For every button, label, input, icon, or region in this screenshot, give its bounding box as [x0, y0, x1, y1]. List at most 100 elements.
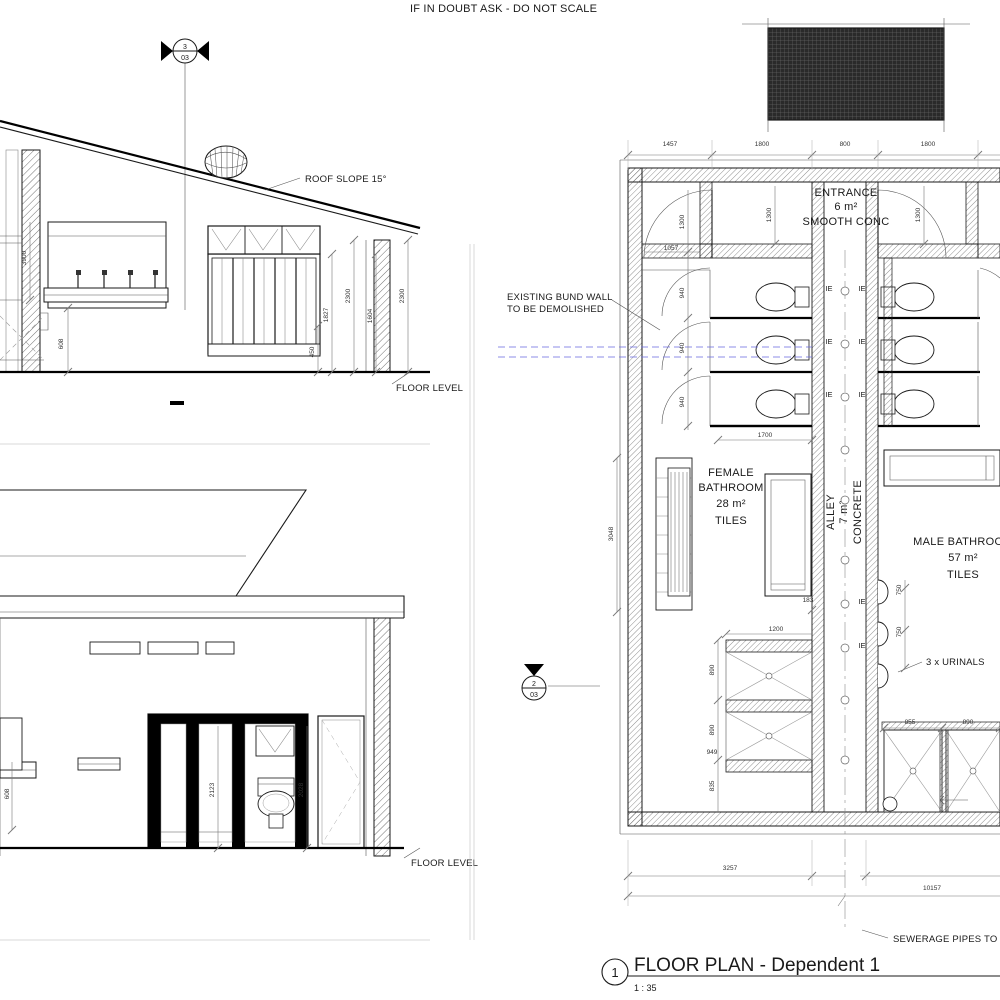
toilet-elevation: [257, 777, 295, 829]
lower-elevation: FLOOR LEVEL 2123 2028 608 2 03: [0, 489, 600, 941]
dim-940-c: 940: [679, 396, 686, 407]
dim-183: 183: [803, 597, 814, 604]
dim-890-b: 890: [709, 724, 716, 735]
plan-title: FLOOR PLAN - Dependent 1: [634, 955, 880, 976]
dim-1300-a: 1300: [766, 207, 773, 222]
dim-1057: 1057: [664, 245, 679, 252]
room-male-bathroom: MALE BATHROOM 57 m² TILES: [913, 536, 1000, 581]
urinals-label: 3 x URINALS: [926, 657, 985, 668]
dim-855: 855: [905, 719, 916, 726]
dim-1827: 1827: [323, 307, 330, 322]
male-trough: [883, 449, 1000, 487]
entrance-door-left: [643, 189, 713, 259]
section-2-number: 2: [532, 681, 536, 688]
urinals: [877, 579, 889, 689]
section-marker-number: 3: [183, 44, 187, 51]
sheet-header-note: IF IN DOUBT ASK - DO NOT SCALE: [410, 3, 597, 15]
dim-string-bottom: 3257 10157: [623, 840, 1000, 907]
dim-3048: 3048: [608, 526, 615, 541]
cubicle-block: [147, 713, 309, 849]
dim-949: 949: [707, 749, 718, 756]
window-assembly: [207, 225, 321, 357]
dim-2123: 2123: [209, 782, 216, 797]
room-entrance-finish: SMOOTH CONC: [802, 216, 889, 228]
ie-labels: IE IE IE IE IE IE IE IE: [825, 284, 866, 765]
room-female-bathroom: FEMALE BATHROOM 28 m² TILES: [698, 467, 763, 527]
room-entrance-area: 6 m²: [834, 201, 857, 213]
dims-misc-plan: 1700 183 1200 855 890: [713, 432, 1000, 733]
dim-top-1457: 1457: [663, 141, 678, 148]
male-cubicles: [878, 257, 1000, 428]
room-alley: ALLEY 7 m² CONCRETE: [825, 250, 864, 930]
plan-title-block: 1 FLOOR PLAN - Dependent 1 1 : 35: [601, 955, 1000, 993]
section-marker-sheet: 03: [181, 55, 189, 62]
basin-row: [43, 270, 169, 303]
room-male-finish: TILES: [947, 569, 979, 581]
ie-label: IE: [858, 641, 865, 650]
section-marker-3[interactable]: 3 03: [161, 38, 209, 310]
ie-label: IE: [858, 337, 865, 346]
dim-2300-a: 2300: [345, 288, 352, 303]
dim-top-800: 800: [840, 141, 851, 148]
room-alley-name: ALLEY: [825, 494, 837, 530]
roof-slope-note: ROOF SLOPE 15°: [305, 174, 387, 185]
floor-level-label-lower: FLOOR LEVEL: [411, 858, 478, 869]
dim-ladders-plan: 1300 1057 1300 1300 940 940 940 3048 890…: [608, 186, 929, 812]
dim-750-a: 750: [896, 584, 903, 595]
dim-10157: 10157: [923, 885, 941, 892]
room-entrance: ENTRANCE 6 m² SMOOTH CONC: [802, 187, 889, 228]
dim-890-right: 890: [963, 719, 974, 726]
section-2-sheet: 03: [530, 692, 538, 699]
ie-label: IE: [858, 597, 865, 606]
bund-wall-note-line1: EXISTING BUND WALL: [507, 292, 613, 303]
room-female-name: FEMALE: [708, 467, 754, 479]
floor-level-label-upper: FLOOR LEVEL: [396, 383, 463, 394]
ie-label: IE: [858, 284, 865, 293]
right-door-panel: [317, 715, 365, 849]
ie-label: IE: [825, 390, 832, 399]
room-male-area: 57 m²: [948, 552, 978, 564]
dim-2300-b: 2300: [399, 288, 406, 303]
basin-lower: [0, 717, 121, 779]
dim-450: 450: [309, 346, 316, 357]
dim-750-b: 750: [896, 626, 903, 637]
section-marker-2[interactable]: 2 03: [521, 664, 600, 701]
dim-top-1800a: 1800: [755, 141, 770, 148]
dim-top-1800b: 1800: [921, 141, 936, 148]
dim-2028: 2028: [298, 782, 305, 797]
room-alley-area: 7 m²: [838, 500, 850, 523]
dim-3257: 3257: [723, 865, 738, 872]
room-entrance-name: ENTRANCE: [815, 187, 878, 199]
dim-940-a: 940: [679, 287, 686, 298]
male-lower-fixtures: [881, 721, 1000, 813]
room-female-finish: TILES: [715, 515, 747, 527]
dim-1300-b: 1300: [915, 207, 922, 222]
ie-label: IE: [825, 337, 832, 346]
floor-plan: ENTRANCE 6 m² SMOOTH CONC: [498, 18, 1000, 993]
dim-608-upper: 608: [58, 338, 65, 349]
dim-1200: 1200: [769, 626, 784, 633]
female-trough: [655, 457, 693, 611]
dim-940-b: 940: [679, 342, 686, 353]
dim-890-a: 890: [709, 664, 716, 675]
dim-3900: 3900: [21, 250, 28, 265]
bund-wall-note-line2: TO BE DEMOLISHED: [507, 304, 604, 315]
female-shower-box: [764, 473, 812, 597]
room-alley-finish: CONCRETE: [852, 480, 864, 544]
dim-608-lower: 608: [4, 788, 11, 799]
upper-elevation: 3 03 ROOF SLOPE 15°: [0, 38, 463, 445]
dim-string-top: 1457 1800 800 1800: [623, 140, 1000, 170]
plan-marker-number: 1: [611, 965, 618, 980]
roof-mesh-panel: [742, 18, 970, 132]
dim-1604: 1604: [367, 308, 374, 323]
ie-label: IE: [825, 284, 832, 293]
svg-text:BATHROOM: BATHROOM: [698, 482, 763, 494]
sewerage-note: SEWERAGE PIPES TO: [893, 934, 997, 945]
room-female-area: 28 m²: [716, 498, 746, 510]
female-lower-fixtures: [725, 639, 813, 773]
entrance-door-right: [877, 189, 947, 259]
dim-1700: 1700: [758, 432, 773, 439]
plan-scale: 1 : 35: [634, 983, 657, 993]
upper-panels: [89, 641, 235, 655]
